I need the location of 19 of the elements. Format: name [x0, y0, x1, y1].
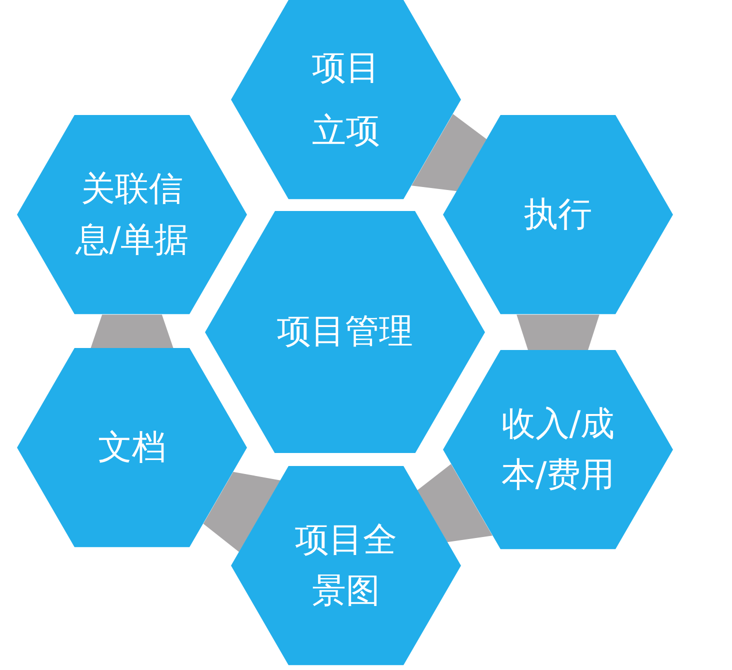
tile-label: 收入/成本/费用 [500, 402, 616, 497]
connector-band [90, 314, 174, 348]
connector-band [203, 472, 280, 552]
hexagon-tile [231, 0, 461, 200]
tile-label: 关联信息/单据 [74, 168, 190, 262]
tile-label: 项目立项 [311, 47, 381, 153]
hexagon-tile [17, 115, 247, 315]
tile-label: 项目管理 [276, 310, 414, 354]
tile-label: 项目全景图 [294, 518, 398, 613]
hexagon-tile [205, 210, 485, 454]
connector-band [412, 114, 487, 192]
connector-band [516, 314, 600, 350]
tile-label: 执行 [523, 193, 593, 236]
hexagon-tile [17, 348, 247, 548]
hexagon-tile [443, 350, 673, 550]
connector-band [417, 464, 492, 542]
hexagon-tile [231, 466, 461, 666]
hexagon-tile [443, 115, 673, 315]
tile-label: 文档 [97, 426, 167, 470]
